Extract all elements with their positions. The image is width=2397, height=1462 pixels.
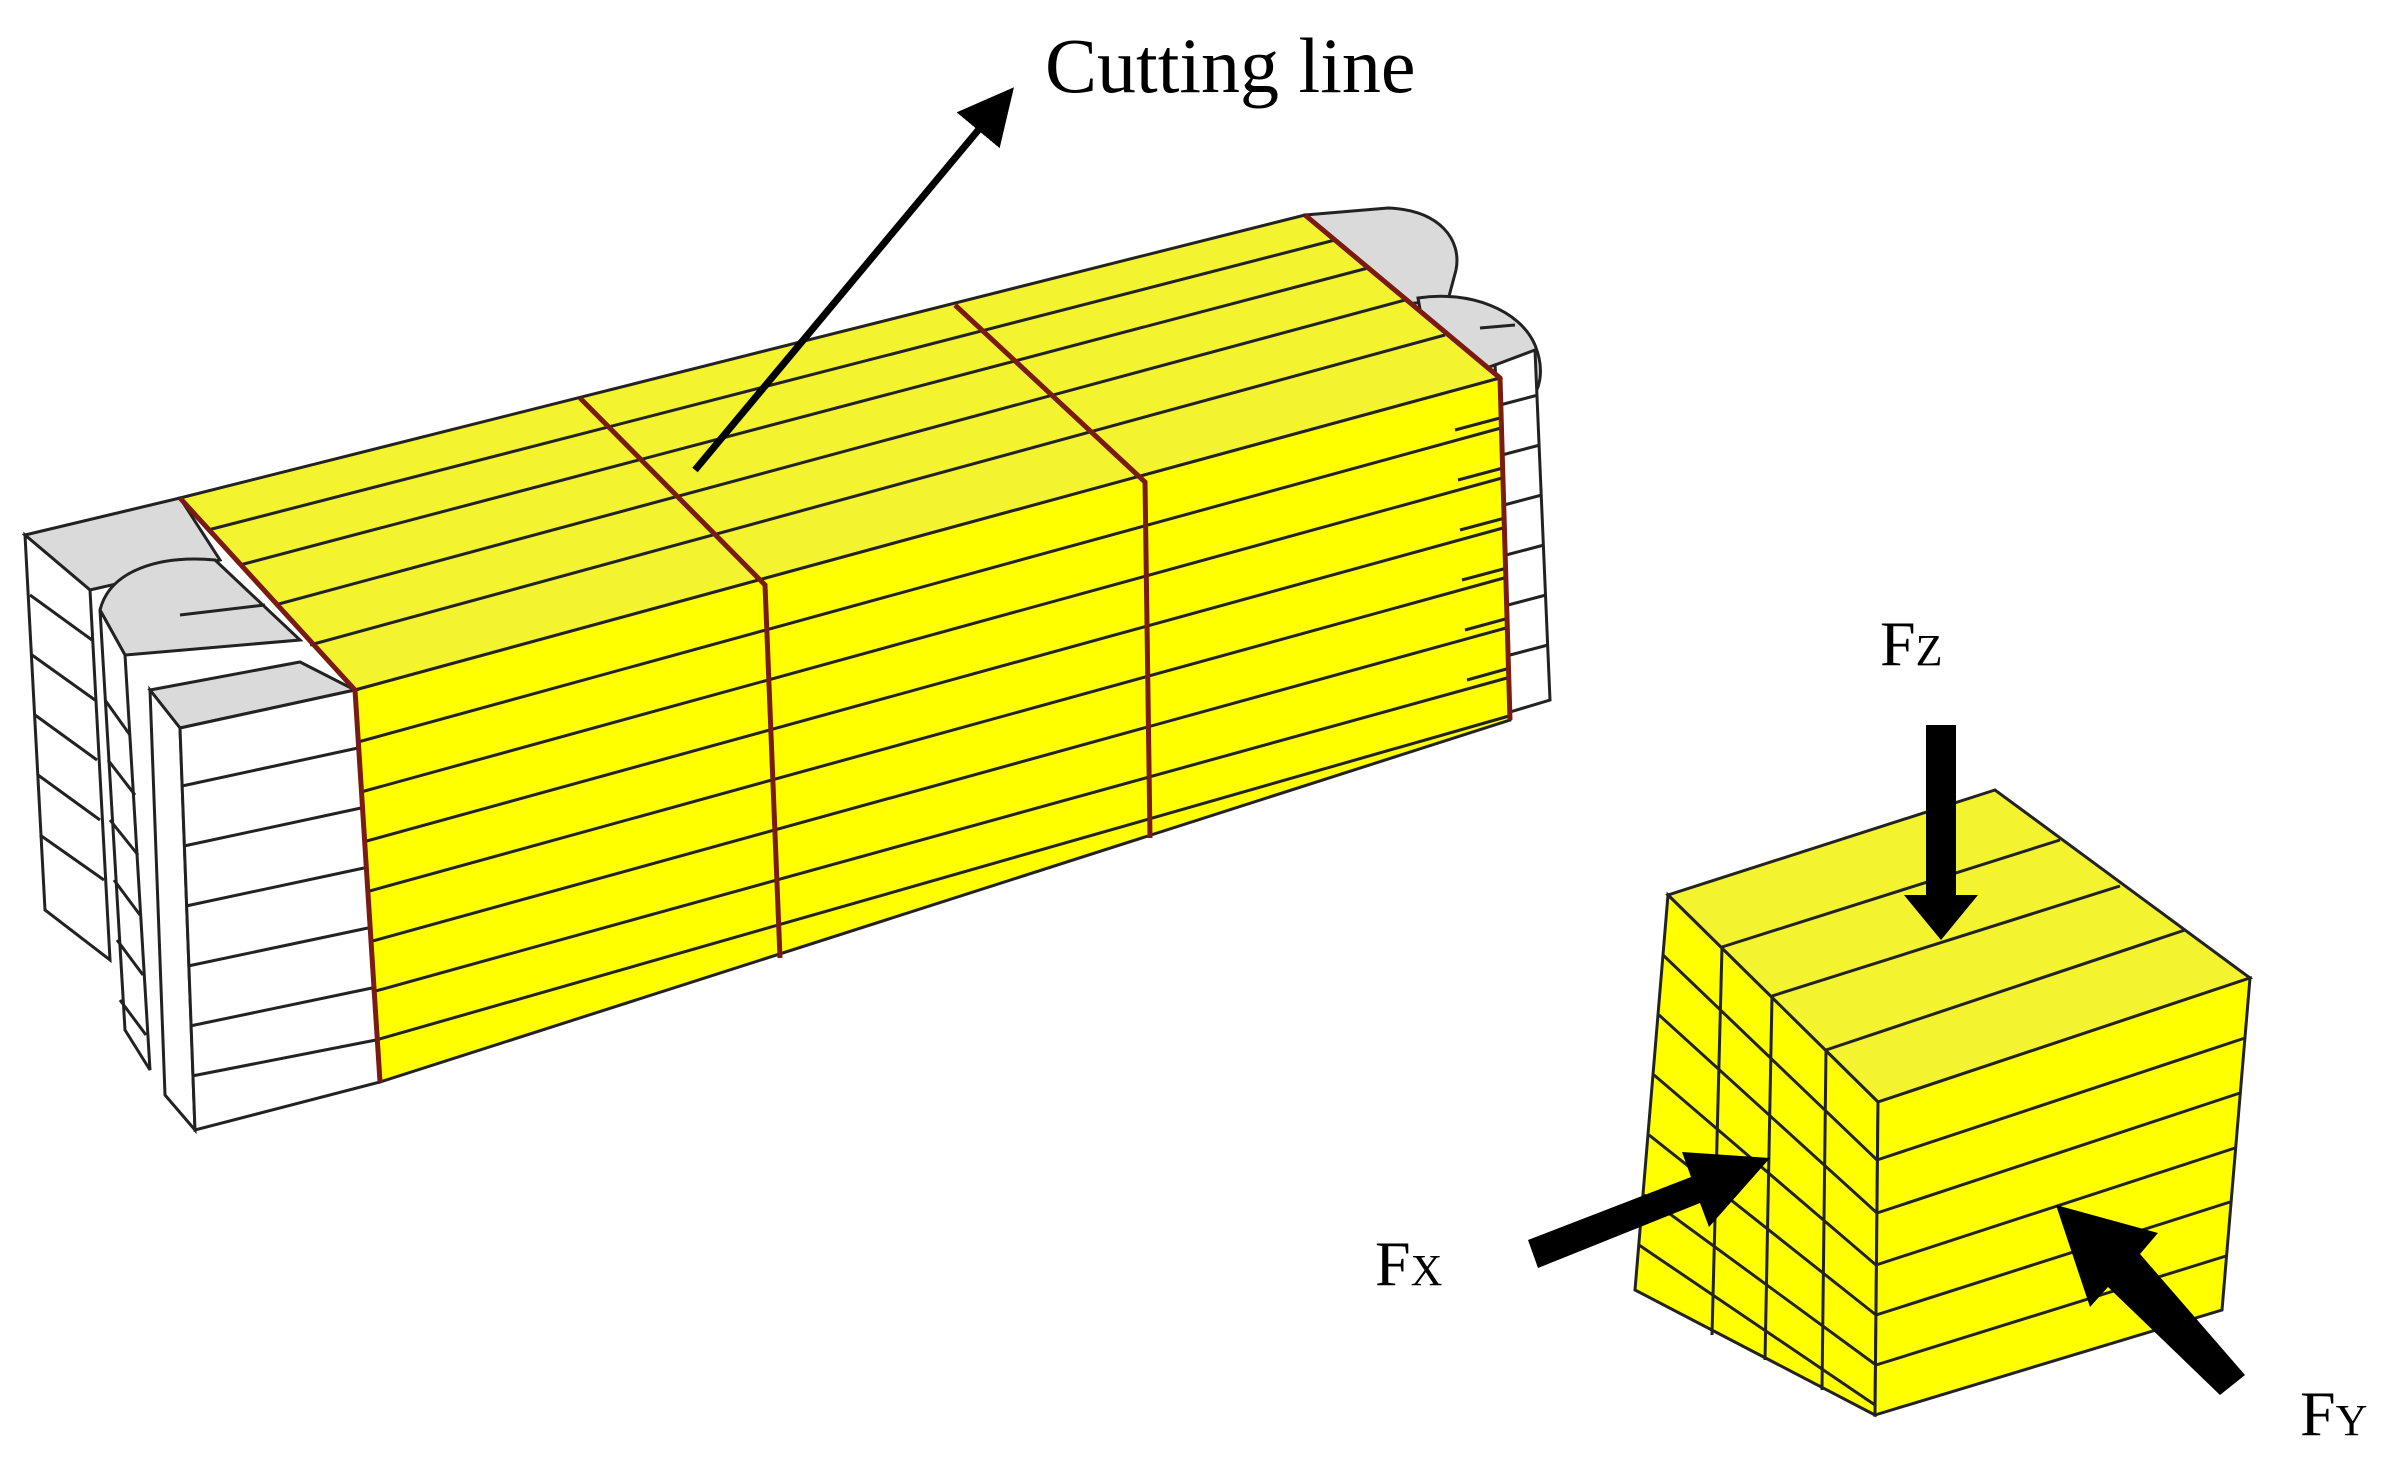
long-block bbox=[21, 206, 1552, 1135]
cut-lines bbox=[178, 213, 1513, 1083]
yarn-ends-left bbox=[21, 393, 1549, 1135]
cutting-line-label: Cutting line bbox=[1045, 22, 1416, 109]
fz-arrow bbox=[1904, 725, 1978, 940]
fy-arrow bbox=[2056, 1205, 2245, 1395]
long-block-front-stripes bbox=[357, 426, 1510, 1042]
force-labels: FZ FX FY bbox=[1375, 608, 2367, 1449]
fx-arrow bbox=[1528, 1152, 1770, 1268]
long-block-top-stripes bbox=[207, 238, 1446, 647]
cutting-line-arrow bbox=[692, 87, 1014, 473]
cut-line-4 bbox=[1303, 213, 1513, 721]
cut-line-1 bbox=[178, 496, 383, 1083]
cut-line-3 bbox=[953, 303, 1153, 839]
fz-label: FZ bbox=[1880, 608, 1942, 679]
force-arrows bbox=[1528, 725, 2245, 1395]
cut-line-2 bbox=[578, 396, 783, 959]
fy-label: FY bbox=[2300, 1378, 2367, 1449]
fx-label: FX bbox=[1375, 1228, 1442, 1299]
